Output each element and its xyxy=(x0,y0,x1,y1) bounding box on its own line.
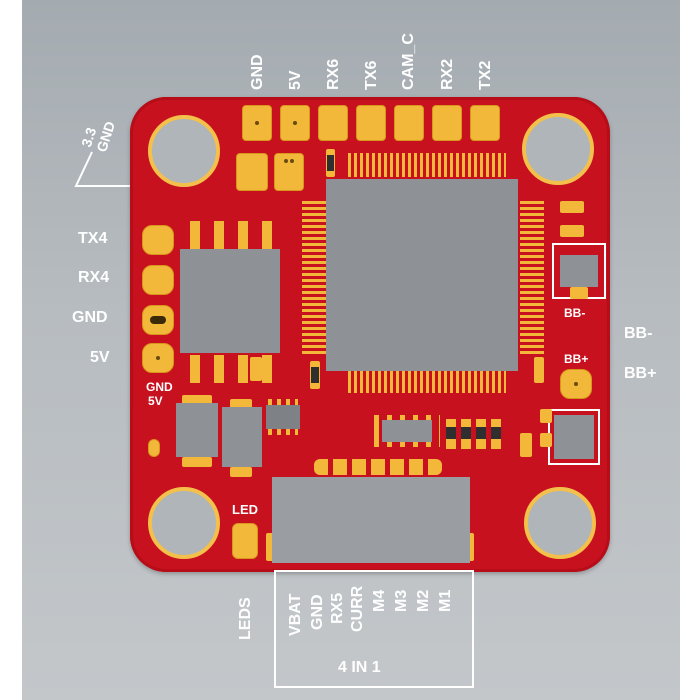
mcu-chip xyxy=(326,179,518,371)
pad-tx2[interactable] xyxy=(470,105,500,141)
pad-bb-plus[interactable] xyxy=(560,369,592,399)
pad-5v-left[interactable] xyxy=(142,343,174,373)
capacitor-small-1 xyxy=(250,357,262,381)
regulator-1-leg xyxy=(182,457,212,467)
label-rx4: RX4 xyxy=(78,269,110,286)
mcu-left-pins xyxy=(302,201,326,357)
capacitor-right-4 xyxy=(520,433,532,457)
capacitor-right-2 xyxy=(560,225,584,237)
motor-pad-row xyxy=(314,459,442,475)
buzzer-transistor-pin xyxy=(570,287,588,299)
pad-gnd-3v3[interactable] xyxy=(274,153,304,191)
label-gnd-small: GND xyxy=(146,380,173,394)
label-led: LED xyxy=(232,502,258,517)
capacitor-body xyxy=(327,155,334,171)
sot-chip-top xyxy=(266,405,300,429)
label-pin-m2: M2 xyxy=(415,589,432,612)
mounting-hole-top-right xyxy=(522,113,594,185)
pad-rx6[interactable] xyxy=(318,105,348,141)
mounting-hole-top-left xyxy=(148,115,220,187)
label-gnd: GND xyxy=(72,309,108,326)
secondary-chip xyxy=(180,249,280,353)
label-pin-gnd: GND xyxy=(309,594,326,630)
mounting-hole-bottom-left xyxy=(148,487,220,559)
mounting-hole-bottom-right xyxy=(524,487,596,559)
label-leds: LEDS xyxy=(237,597,254,640)
chip-left-pins-top xyxy=(190,221,274,249)
label-pin-m4: M4 xyxy=(371,589,388,612)
regulator-2 xyxy=(222,407,262,467)
buzzer-transistor xyxy=(560,255,598,287)
pad-rx4[interactable] xyxy=(142,265,174,295)
label-bb-minus: BB- xyxy=(624,325,653,342)
label-pin-m3: M3 xyxy=(393,589,410,612)
label-bb-plus: BB+ xyxy=(624,365,657,382)
resistor-array-body xyxy=(382,420,432,442)
mosfet xyxy=(554,415,594,459)
label-bb-plus-board: BB+ xyxy=(564,352,589,366)
label-5v-small: 5V xyxy=(148,394,163,408)
label-bb-minus-board: BB- xyxy=(564,306,586,320)
connector-outline xyxy=(274,570,474,688)
label-4in1: 4 IN 1 xyxy=(338,659,381,676)
pad-led[interactable] xyxy=(232,523,258,559)
capacitor-right-3 xyxy=(534,357,544,383)
connector-tab-left xyxy=(266,533,274,561)
flight-controller-board: GND 5V BB- BB+ LED xyxy=(130,97,610,572)
solder-pad-small[interactable] xyxy=(148,439,160,457)
capacitor-right-1 xyxy=(560,201,584,213)
mosfet-pin-2 xyxy=(540,433,552,447)
pad-rx2[interactable] xyxy=(432,105,462,141)
pad-tx4[interactable] xyxy=(142,225,174,255)
regulator-2-leg xyxy=(230,467,252,477)
mcu-top-pins xyxy=(348,153,506,177)
regulator-1-tab xyxy=(182,395,212,405)
regulator-2-tab xyxy=(230,399,252,409)
pad-5v-top[interactable] xyxy=(280,105,310,141)
regulator-1 xyxy=(176,403,218,457)
connector-tab-right xyxy=(466,533,474,561)
label-pin-rx5: RX5 xyxy=(329,592,346,624)
resistor-row-bodies xyxy=(446,427,506,439)
mcu-right-pins xyxy=(520,201,544,357)
label-tx4: TX4 xyxy=(78,230,108,247)
pad-tx6[interactable] xyxy=(356,105,386,141)
label-pin-m1: M1 xyxy=(437,589,454,612)
pad-gnd-top[interactable] xyxy=(242,105,272,141)
mosfet-pin-1 xyxy=(540,409,552,423)
capacitor-small-2-body xyxy=(311,367,319,383)
pad-3v3[interactable] xyxy=(236,153,268,191)
label-pin-vbat: VBAT xyxy=(287,593,304,636)
mcu-bottom-pins xyxy=(348,369,506,393)
label-5v: 5V xyxy=(90,349,110,366)
pad-cam-c[interactable] xyxy=(394,105,424,141)
label-pin-curr: CURR xyxy=(349,585,366,632)
pad-gnd-left[interactable] xyxy=(142,305,174,335)
esc-connector xyxy=(272,477,470,563)
